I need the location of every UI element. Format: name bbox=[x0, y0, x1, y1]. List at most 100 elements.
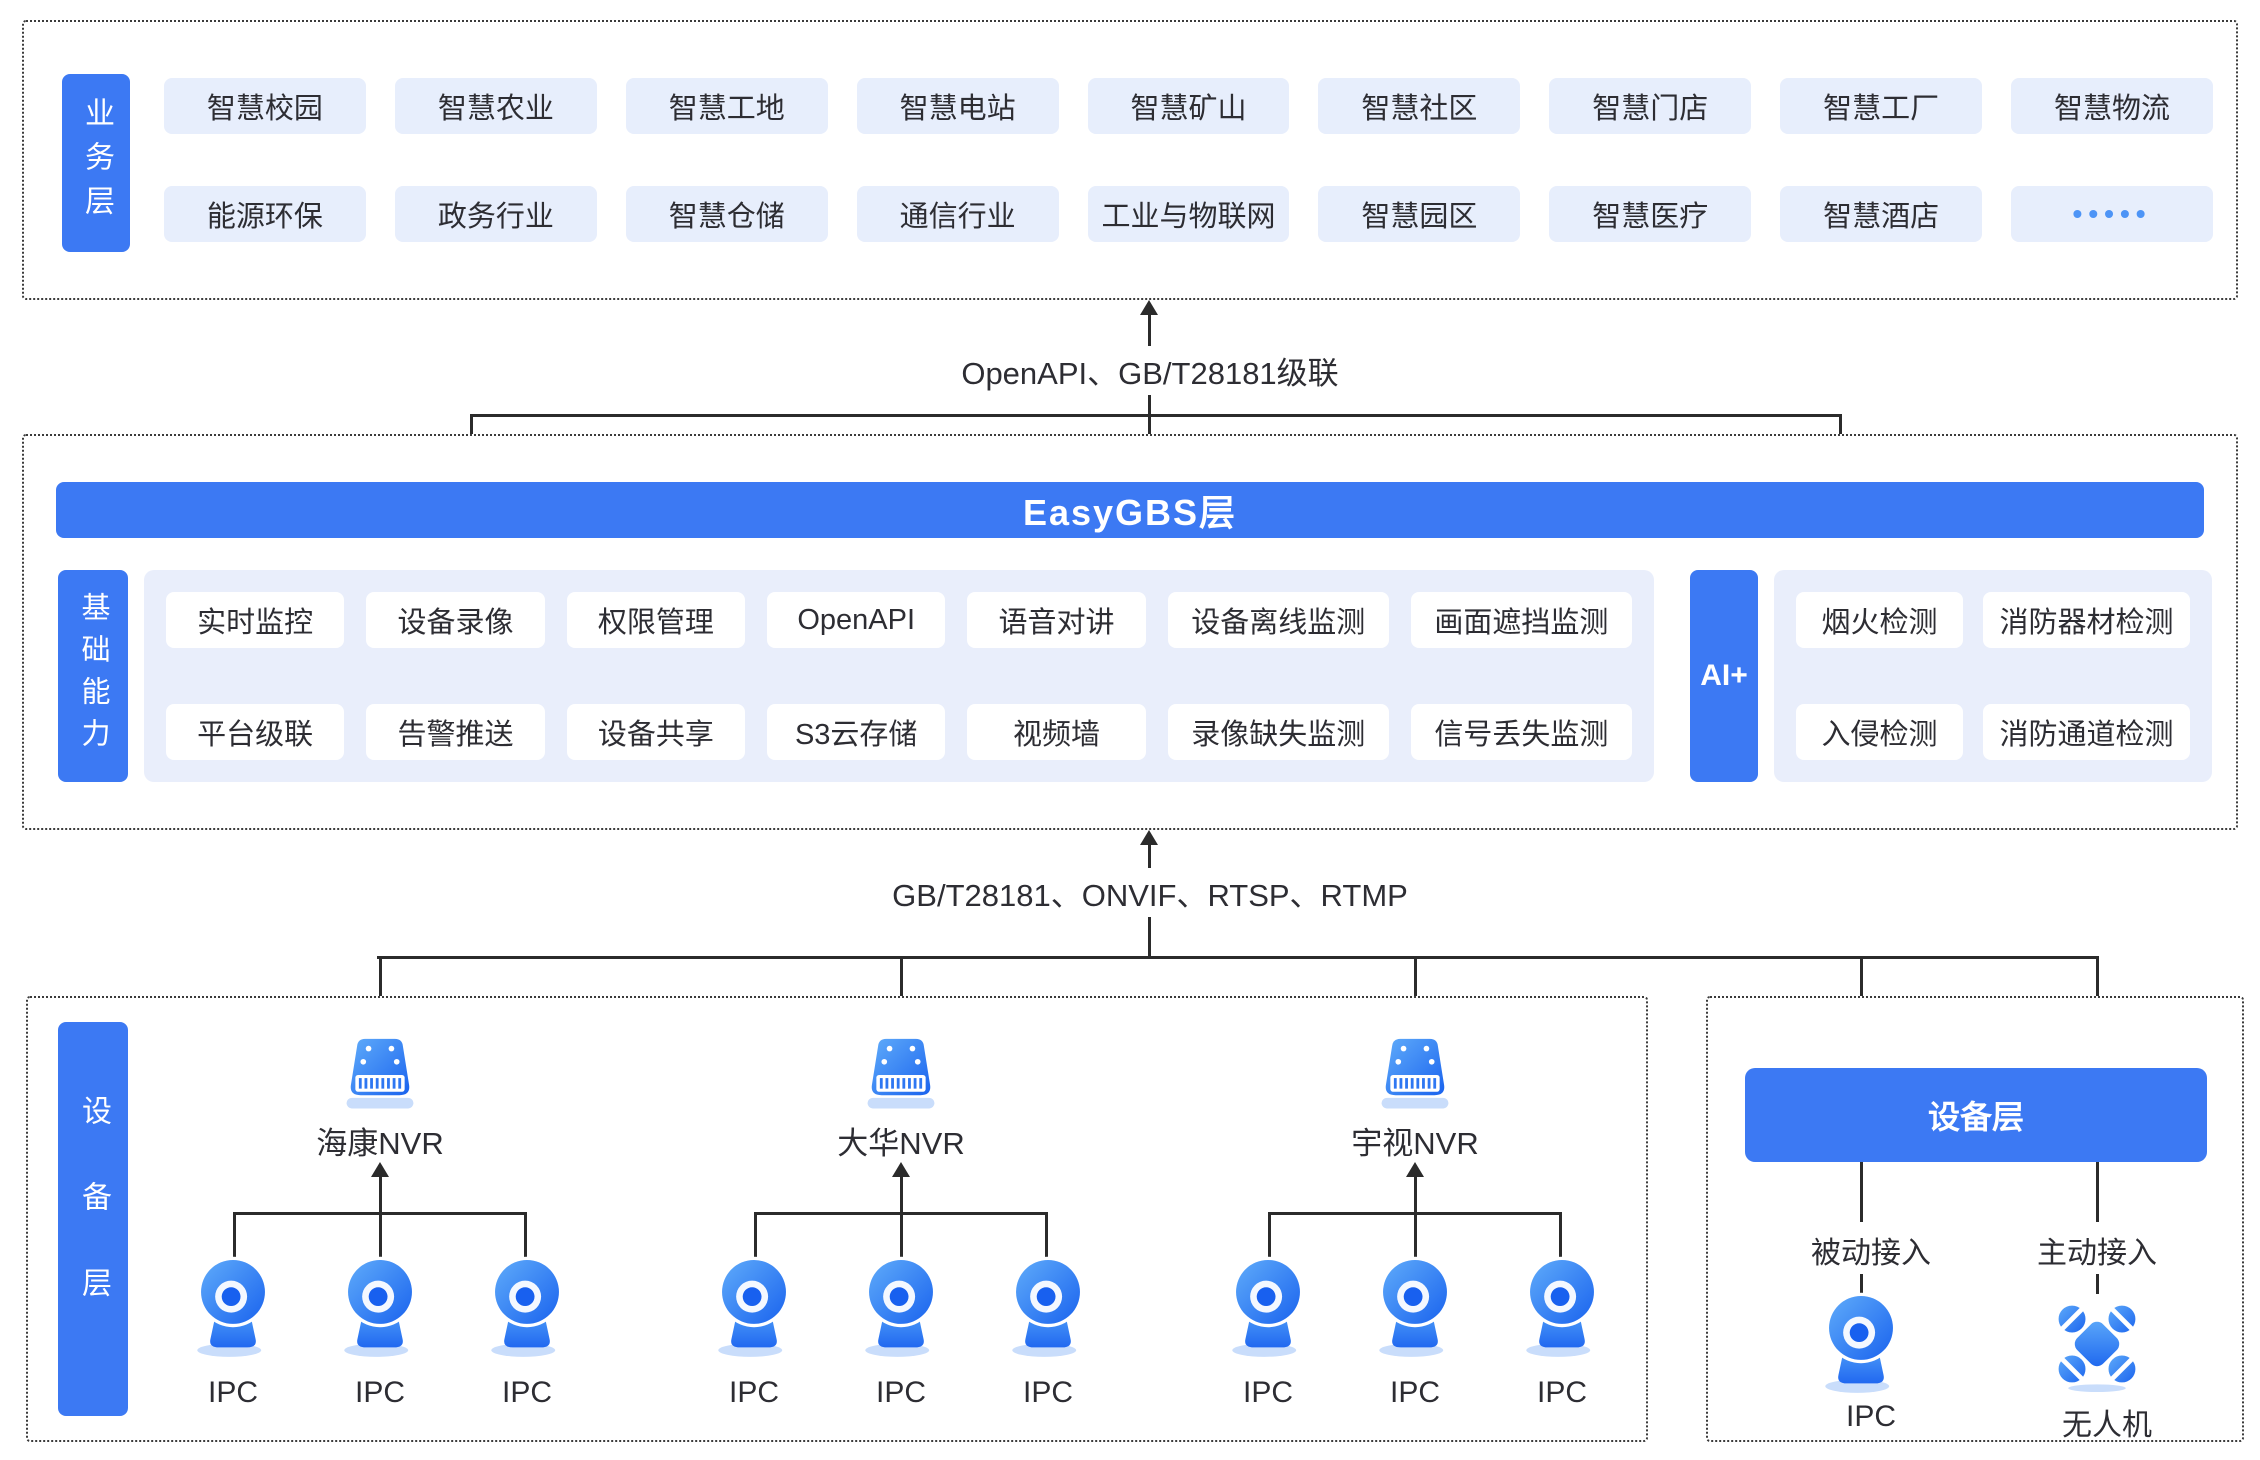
capability-chip: 告警推送 bbox=[366, 704, 545, 760]
capability-panel: 实时监控 设备录像 权限管理 OpenAPI 语音对讲 设备离线监测 画面遮挡监… bbox=[144, 570, 1654, 782]
business-chip: 智慧社区 bbox=[1318, 78, 1521, 134]
connector-line bbox=[1559, 1212, 1562, 1258]
device-type-label: 无人机 bbox=[2062, 1409, 2152, 1442]
connector-line bbox=[1414, 1176, 1417, 1258]
ai-chip: 入侵检测 bbox=[1796, 704, 1963, 760]
ipc-camera-icon bbox=[1232, 1256, 1304, 1357]
capability-chip: OpenAPI bbox=[767, 592, 946, 648]
capability-chip: S3云存储 bbox=[767, 704, 946, 760]
nvr-group: 宇视NVR IPC I bbox=[1218, 1036, 1612, 1426]
device-layer-box bbox=[26, 996, 1648, 1442]
ipc-camera-icon bbox=[491, 1256, 563, 1357]
business-chip: 智慧农业 bbox=[394, 78, 597, 134]
capability-chip: 设备离线监测 bbox=[1167, 592, 1389, 648]
connector-line bbox=[1148, 314, 1151, 482]
arrowhead-up-icon bbox=[1140, 300, 1158, 315]
business-chip: 智慧校园 bbox=[164, 78, 366, 134]
connector-line bbox=[1268, 1212, 1271, 1258]
capability-chip: 权限管理 bbox=[566, 592, 746, 648]
capability-chip: 设备共享 bbox=[566, 704, 746, 760]
connector-bracket-line bbox=[1268, 1212, 1562, 1215]
capability-chip: 录像缺失监测 bbox=[1167, 704, 1389, 760]
connector-line bbox=[1045, 1212, 1048, 1258]
capability-chip: 实时监控 bbox=[166, 592, 345, 648]
ipc-label: IPC bbox=[1022, 1376, 1073, 1409]
business-chip: 智慧园区 bbox=[1318, 186, 1521, 242]
ipc-camera-icon bbox=[197, 1256, 269, 1357]
connector-line bbox=[1860, 1274, 1863, 1294]
capability-chip: 平台级联 bbox=[166, 704, 345, 760]
easygbs-title-bar: EasyGBS层 bbox=[56, 482, 2204, 538]
business-chip: 智慧仓储 bbox=[625, 186, 828, 242]
ai-chip: 消防器材检测 bbox=[1982, 592, 2190, 648]
connector-bracket-line bbox=[754, 1212, 1048, 1215]
capability-row: 平台级联 告警推送 设备共享 S3云存储 视频墙 录像缺失监测 信号丢失监测 bbox=[166, 704, 1632, 760]
ai-row: 入侵检测 消防通道检测 bbox=[1796, 704, 2190, 760]
nvr-group: 大华NVR IPC I bbox=[704, 1036, 1098, 1426]
business-chip: 能源环保 bbox=[164, 186, 366, 242]
business-chip-grid: 智慧校园 智慧农业 智慧工地 智慧电站 智慧矿山 智慧社区 智慧门店 智慧工厂 … bbox=[164, 78, 2213, 242]
nvr-label: 大华NVR bbox=[837, 1126, 965, 1161]
business-chip: 通信行业 bbox=[856, 186, 1059, 242]
device-type-label: IPC bbox=[1845, 1400, 1896, 1433]
connector-line bbox=[1860, 1162, 1863, 1222]
nvr-group: 海康NVR IPC I bbox=[183, 1036, 577, 1426]
ipc-camera-icon bbox=[718, 1256, 790, 1357]
capability-chip: 画面遮挡监测 bbox=[1410, 592, 1632, 648]
nvr-icon bbox=[867, 1038, 935, 1109]
drone-icon bbox=[2056, 1303, 2138, 1392]
ipc-label: IPC bbox=[1536, 1376, 1587, 1409]
capability-chip: 语音对讲 bbox=[967, 592, 1146, 648]
ipc-label: IPC bbox=[728, 1376, 779, 1409]
access-mode-label: 主动接入 bbox=[2037, 1237, 2157, 1270]
connector-line bbox=[233, 1212, 236, 1258]
business-chip: 智慧物流 bbox=[2011, 78, 2213, 134]
capability-side-label: 基础能力 bbox=[58, 570, 128, 782]
ellipsis-chip: ••••• bbox=[2011, 186, 2213, 242]
connector-line bbox=[379, 1176, 382, 1258]
business-chip: 智慧工地 bbox=[625, 78, 828, 134]
ai-panel: 烟火检测 消防器材检测 入侵检测 消防通道检测 bbox=[1774, 570, 2212, 782]
ipc-label: IPC bbox=[1242, 1376, 1293, 1409]
ai-chip: 烟火检测 bbox=[1796, 592, 1963, 648]
access-mode-label: 被动接入 bbox=[1811, 1237, 1931, 1270]
arrowhead-up-icon bbox=[1140, 830, 1158, 845]
connector-line bbox=[900, 1176, 903, 1258]
ipc-camera-icon bbox=[1379, 1256, 1451, 1357]
ipc-label: IPC bbox=[354, 1376, 405, 1409]
arrowhead-up-icon bbox=[371, 1162, 389, 1177]
arrowhead-up-icon bbox=[892, 1162, 910, 1177]
business-chip: 智慧工厂 bbox=[1780, 78, 1983, 134]
ipc-camera-icon bbox=[865, 1256, 937, 1357]
device-layer-side-label: 设备层 bbox=[58, 1022, 128, 1416]
ai-chip: 消防通道检测 bbox=[1982, 704, 2190, 760]
nvr-icon bbox=[1381, 1038, 1449, 1109]
link-protocol-label-top: OpenAPI、GB/T28181级联 bbox=[860, 346, 1440, 395]
ipc-label: IPC bbox=[1389, 1376, 1440, 1409]
nvr-icon bbox=[346, 1038, 414, 1109]
business-chip: 工业与物联网 bbox=[1087, 186, 1290, 242]
business-chip: 智慧酒店 bbox=[1780, 186, 1983, 242]
connector-line bbox=[524, 1212, 527, 1258]
capability-chip: 设备录像 bbox=[366, 592, 545, 648]
ai-row: 烟火检测 消防器材检测 bbox=[1796, 592, 2190, 648]
nvr-label: 海康NVR bbox=[316, 1126, 444, 1161]
ipc-camera-icon bbox=[1825, 1292, 1897, 1393]
arrowhead-up-icon bbox=[1406, 1162, 1424, 1177]
business-chip: 智慧门店 bbox=[1549, 78, 1752, 134]
ipc-camera-icon bbox=[344, 1256, 416, 1357]
business-chip: 智慧电站 bbox=[856, 78, 1059, 134]
ipc-camera-icon bbox=[1012, 1256, 1084, 1357]
ipc-label: IPC bbox=[501, 1376, 552, 1409]
connector-bus-line bbox=[377, 956, 2099, 959]
connector-bracket-line bbox=[233, 1212, 527, 1215]
business-chip: 智慧医疗 bbox=[1549, 186, 1752, 242]
connector-line bbox=[2096, 1274, 2099, 1294]
ipc-label: IPC bbox=[207, 1376, 258, 1409]
ai-side-label: AI+ bbox=[1690, 570, 1758, 782]
device-access-box bbox=[1706, 996, 2244, 1442]
connector-line bbox=[754, 1212, 757, 1258]
connector-line bbox=[2096, 1162, 2099, 1222]
business-layer-box: 业务层 智慧校园 智慧农业 智慧工地 智慧电站 智慧矿山 智慧社区 智慧门店 智… bbox=[22, 20, 2238, 300]
link-protocol-label-bottom: GB/T28181、ONVIF、RTSP、RTMP bbox=[800, 868, 1500, 917]
